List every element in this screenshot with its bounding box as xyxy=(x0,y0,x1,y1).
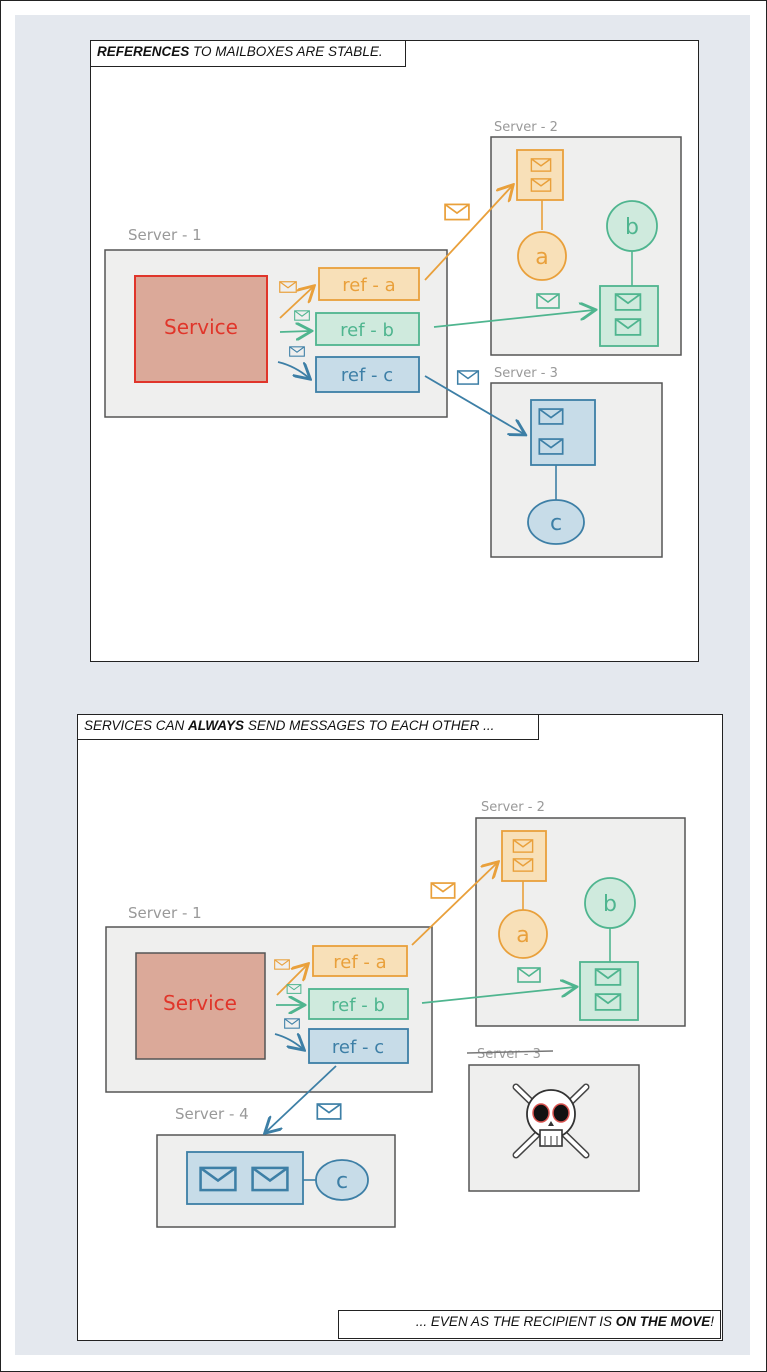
server-3-label: Server - 3 xyxy=(494,366,558,381)
envelope-icon xyxy=(430,882,456,899)
arrow-service-ref-c xyxy=(274,1034,303,1049)
node-c xyxy=(527,499,585,545)
node-a xyxy=(517,231,567,281)
skull-crossbones-icon xyxy=(512,1083,590,1159)
panel-bottom-caption: SERVICES CAN ALWAYS SEND MESSAGES TO EAC… xyxy=(77,714,539,740)
server-2-label: Server - 2 xyxy=(494,120,558,135)
ref-c-box xyxy=(308,1028,409,1064)
ref-a-label: ref - a xyxy=(342,275,395,296)
server-3-label: Server - 3 xyxy=(477,1047,541,1062)
arrow-service-ref-a xyxy=(279,287,313,319)
server-2-label: Server - 2 xyxy=(481,800,545,815)
service-label: Service xyxy=(164,315,238,339)
server-4-label: Server - 4 xyxy=(175,1105,249,1123)
node-b-label: b xyxy=(603,892,617,917)
service-box xyxy=(134,275,268,383)
arrow-ref-b-mailbox-b xyxy=(433,310,594,328)
node-a xyxy=(498,909,548,959)
ref-a-box xyxy=(318,267,420,301)
ref-b-box xyxy=(315,312,420,346)
arrow-ref-c-mailbox-c xyxy=(424,375,524,434)
ref-a-box xyxy=(312,945,408,977)
ref-b-label: ref - b xyxy=(331,995,385,1016)
service-label: Service xyxy=(163,991,237,1015)
ref-c-label: ref - c xyxy=(332,1037,384,1058)
ref-c-label: ref - c xyxy=(341,365,393,386)
ref-a-label: ref - a xyxy=(333,952,386,973)
mailbox-c xyxy=(186,1151,304,1205)
panel-top-caption: REFERENCES TO MAILBOXES ARE STABLE. xyxy=(90,40,406,67)
server-1-label: Server - 1 xyxy=(128,226,202,244)
arrow-ref-a-mailbox-a xyxy=(424,186,512,281)
arrow-ref-b-mailbox-b xyxy=(421,987,575,1004)
node-a-label: a xyxy=(516,923,529,948)
mailbox-b xyxy=(599,285,659,347)
node-c-label: c xyxy=(336,1169,348,1194)
envelope-icon xyxy=(456,370,480,385)
mailbox-b xyxy=(579,961,639,1021)
envelope-icon xyxy=(444,203,470,221)
arrow-service-ref-c xyxy=(277,361,309,378)
node-c xyxy=(315,1159,369,1201)
arrow-service-ref-b xyxy=(279,331,310,332)
node-c-label: c xyxy=(550,511,562,536)
node-a-label: a xyxy=(535,245,548,270)
node-b-label: b xyxy=(625,215,639,240)
service-box xyxy=(135,952,266,1060)
envelope-icon xyxy=(316,1103,342,1120)
ref-b-label: ref - b xyxy=(340,320,394,341)
panel-bottom-footer-caption: ... EVEN AS THE RECIPIENT IS ON THE MOVE… xyxy=(338,1310,721,1339)
arrow-ref-c-mailbox-c xyxy=(266,1065,337,1132)
mailbox-a xyxy=(501,830,547,882)
arrow-ref-a-mailbox-a xyxy=(411,863,497,946)
ref-c-box xyxy=(315,356,420,393)
mailbox-a xyxy=(516,149,564,201)
arrow-service-ref-a xyxy=(276,965,307,996)
server-1-label: Server - 1 xyxy=(128,904,202,922)
ref-b-box xyxy=(308,988,409,1020)
server-3-strike xyxy=(466,1050,554,1054)
